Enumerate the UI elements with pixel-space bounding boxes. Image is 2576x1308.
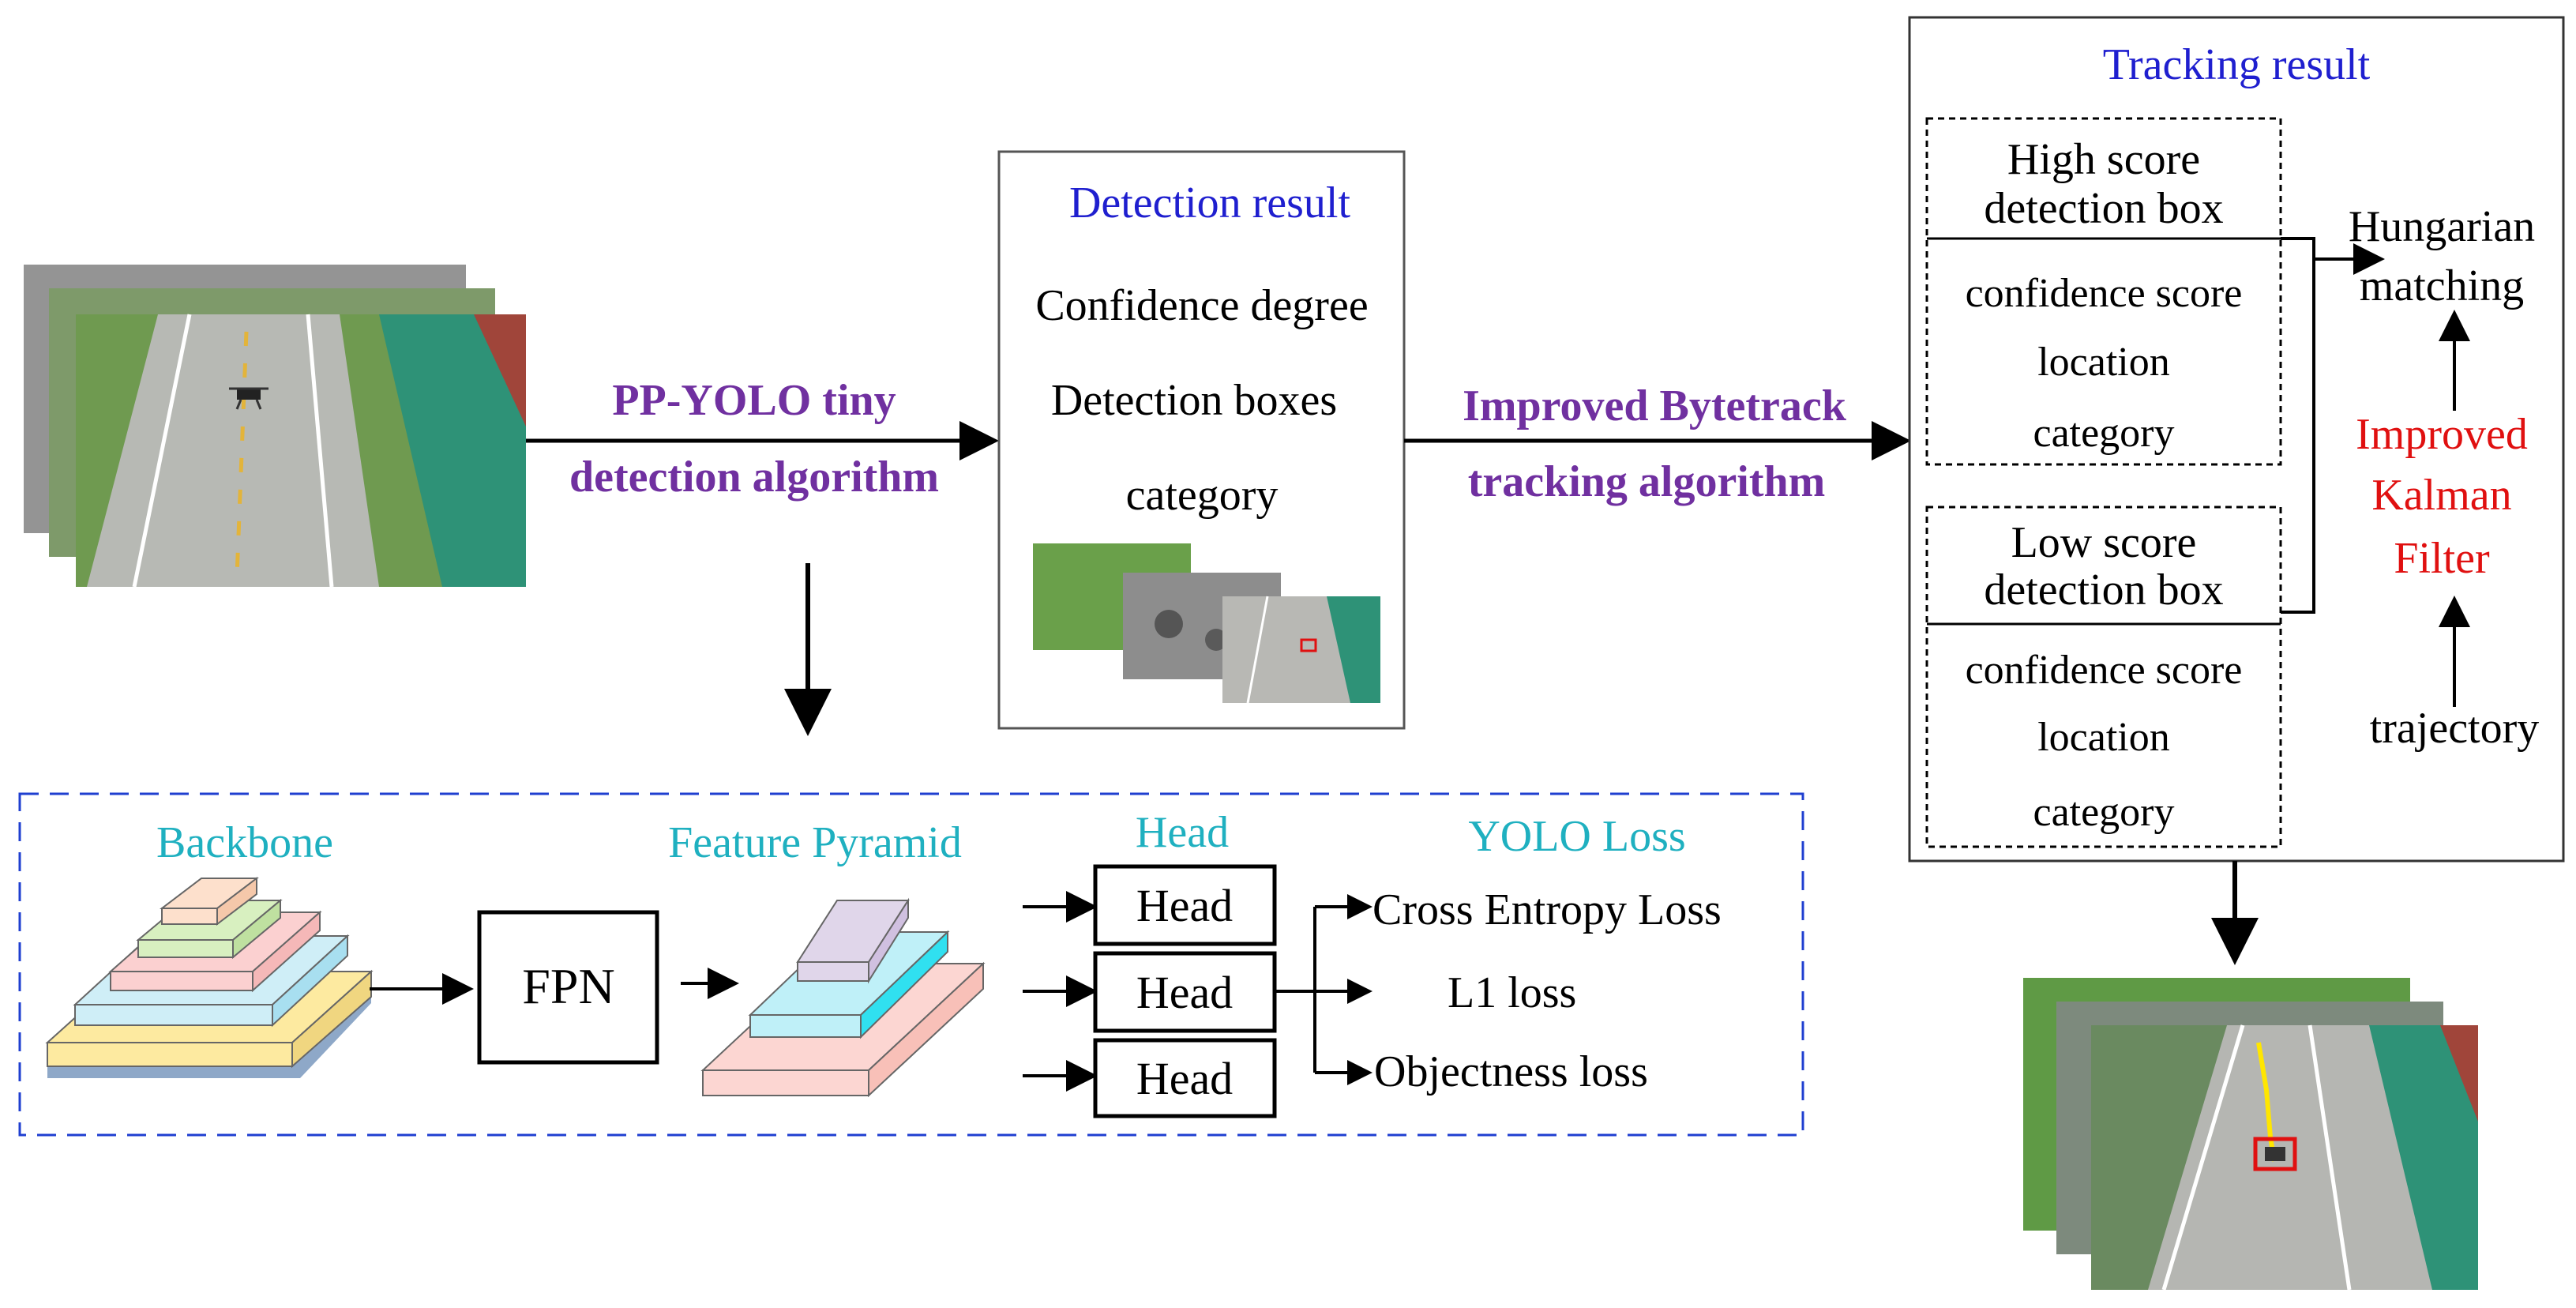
high-score-item: confidence score xyxy=(1966,271,2243,316)
tracking-result-box xyxy=(1908,16,2565,863)
detection-item: category xyxy=(1126,471,1279,520)
detection-item: Detection boxes xyxy=(1051,376,1337,425)
high-score-title: detection box xyxy=(1984,184,2223,233)
input-frames xyxy=(24,265,526,588)
head-box xyxy=(1093,864,1277,946)
head-box xyxy=(1093,1038,1277,1118)
loss-item: Objectness loss xyxy=(1374,1047,1648,1096)
kalman-label: Kalman xyxy=(2371,471,2511,520)
head-label: Head xyxy=(1136,967,1233,1018)
tracking-title: Tracking result xyxy=(2103,40,2371,89)
head-title: Head xyxy=(1136,808,1229,857)
low-score-item: category xyxy=(2033,790,2174,835)
high-score-item: location xyxy=(2037,340,2170,385)
head-label: Head xyxy=(1136,880,1233,931)
fpn-label: FPN xyxy=(522,958,614,1014)
trajectory-label: trajectory xyxy=(2370,704,2540,753)
low-score-item: confidence score xyxy=(1966,648,2243,693)
detection-thumbnails xyxy=(1033,543,1380,704)
hungarian-label: matching xyxy=(2360,261,2524,310)
bytetrack-label-1: Improved Bytetrack xyxy=(1463,382,1847,430)
output-frames xyxy=(2023,978,2478,1291)
hungarian-label: Hungarian xyxy=(2349,202,2535,251)
low-score-item: location xyxy=(2037,715,2170,760)
drone-icon xyxy=(229,387,268,410)
yolo-loss-title: YOLO Loss xyxy=(1468,812,1685,861)
loss-item: Cross Entropy Loss xyxy=(1372,885,1722,934)
detection-item: Confidence degree xyxy=(1035,281,1368,330)
bytetrack-label-2: tracking algorithm xyxy=(1468,457,1826,506)
backbone-label: Backbone xyxy=(156,818,333,867)
low-score-title: detection box xyxy=(1984,566,2223,615)
tracking-box xyxy=(2253,1137,2297,1171)
kalman-label: Improved xyxy=(2356,410,2528,459)
kalman-label: Filter xyxy=(2394,534,2490,583)
ppyolo-label-1: PP-YOLO tiny xyxy=(612,376,896,425)
network-box xyxy=(18,792,1804,1137)
ppyolo-label-2: detection algorithm xyxy=(569,453,939,502)
feature-pyramid-label: Feature Pyramid xyxy=(668,818,962,867)
fpn-box xyxy=(477,910,659,1065)
high-score-title: High score xyxy=(2007,135,2200,184)
high-score-box xyxy=(1925,117,2282,466)
head-label: Head xyxy=(1136,1053,1233,1104)
low-score-box xyxy=(1925,506,2282,848)
feature-pyramid-stack xyxy=(700,897,986,1098)
score-connector xyxy=(2281,237,2315,614)
backbone-pyramid xyxy=(45,876,374,1078)
low-score-title: Low score xyxy=(2011,518,2197,567)
loss-item: L1 loss xyxy=(1448,968,1576,1017)
detection-title: Detection result xyxy=(1069,179,1351,227)
high-score-item: category xyxy=(2033,411,2174,456)
